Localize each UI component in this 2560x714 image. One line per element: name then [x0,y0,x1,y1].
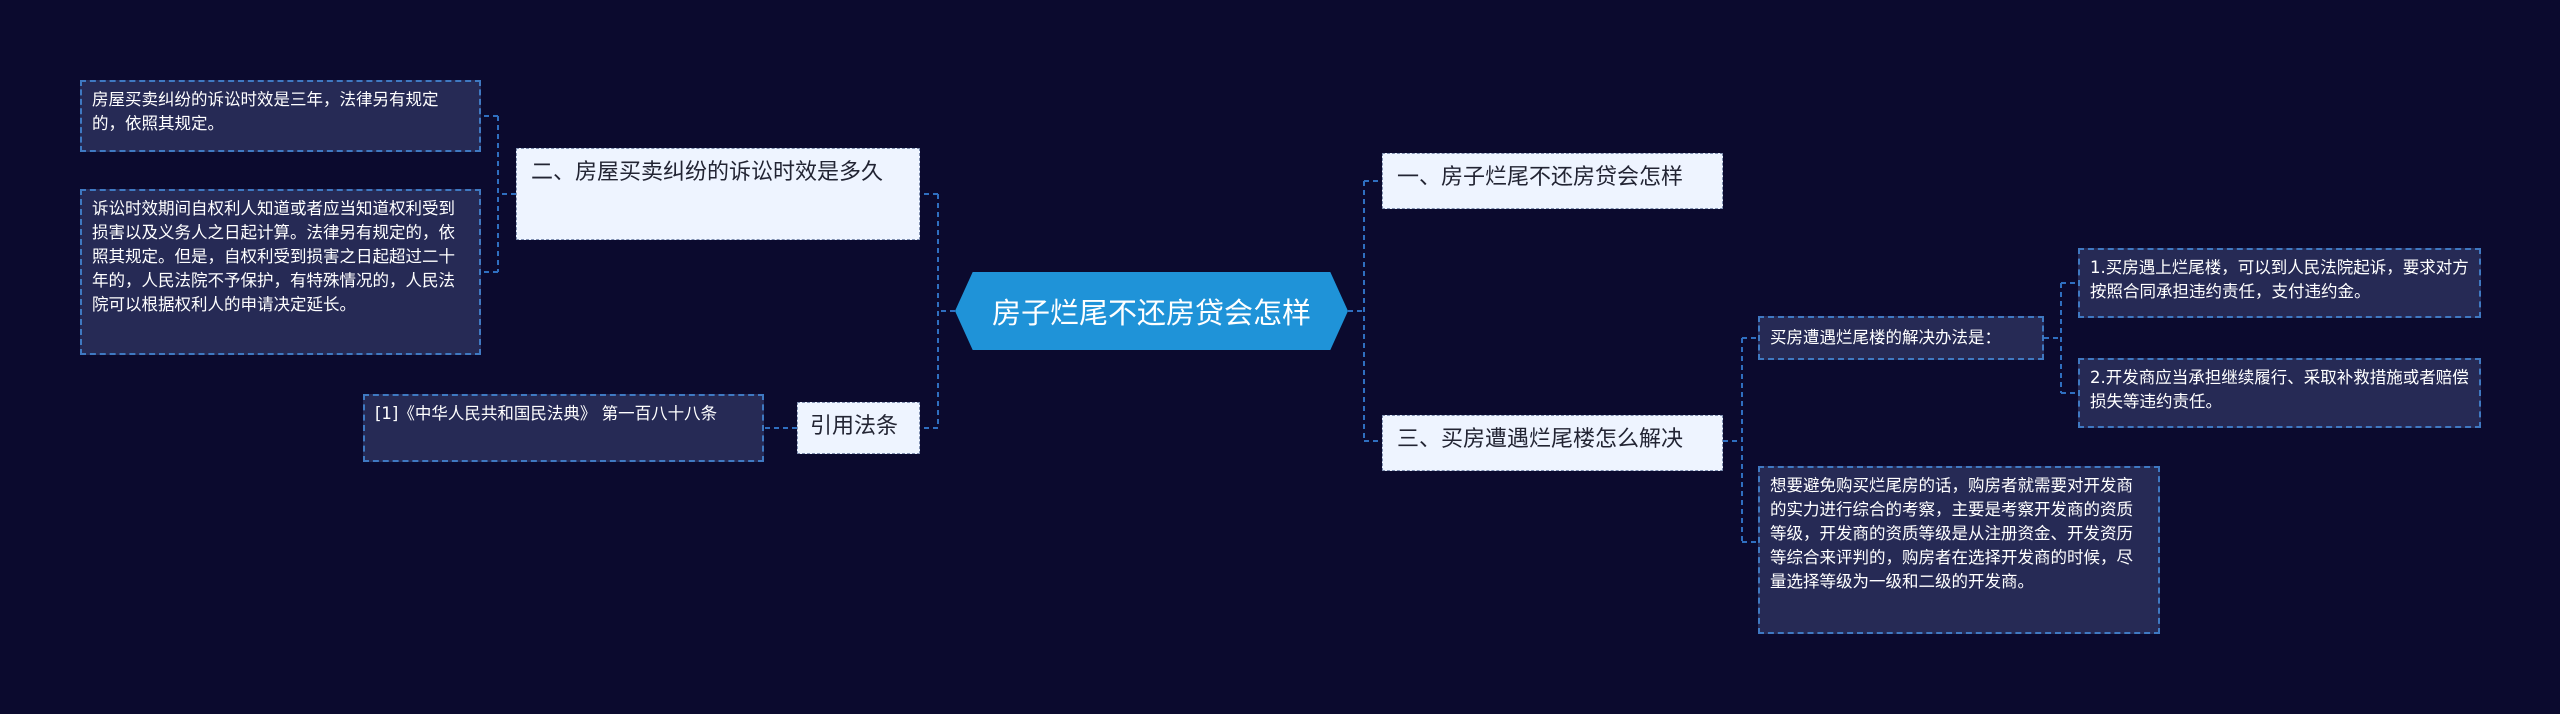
branch-solutions[interactable]: 三、买房遭遇烂尾楼怎么解决 [1382,415,1723,471]
note-text: 诉讼时效期间自权利人知道或者应当知道权利受到损害以及义务人之日起计算。法律另有规… [92,199,455,314]
note-avoid-unfinished-housing[interactable]: 想要避免购买烂尾房的话，购房者就需要对开发商的实力进行综合的考察，主要是考察开发… [1758,466,2160,634]
note-three-years[interactable]: 房屋买卖纠纷的诉讼时效是三年，法律另有规定的，依照其规定。 [80,80,481,152]
central-topic[interactable]: 房子烂尾不还房贷会怎样 [955,272,1348,350]
branch-cited-law[interactable]: 引用法条 [797,402,920,454]
sub-topic-solution-methods[interactable]: 买房遭遇烂尾楼的解决办法是： [1758,316,2044,360]
note-developer-liability[interactable]: 2.开发商应当承担继续履行、采取补救措施或者赔偿损失等违约责任。 [2078,358,2481,428]
note-text: 房屋买卖纠纷的诉讼时效是三年，法律另有规定的，依照其规定。 [92,90,439,133]
central-topic-label: 房子烂尾不还房贷会怎样 [991,296,1311,330]
note-civil-code-citation[interactable]: [1]《中华人民共和国民法典》 第一百八十八条 [363,394,764,462]
note-sue-developer[interactable]: 1.买房遇上烂尾楼，可以到人民法院起诉，要求对方按照合同承担违约责任，支付违约金… [2078,248,2481,318]
branch-consequences[interactable]: 一、房子烂尾不还房贷会怎样 [1382,153,1723,209]
note-text: 想要避免购买烂尾房的话，购房者就需要对开发商的实力进行综合的考察，主要是考察开发… [1770,476,2133,591]
branch-label: 三、买房遭遇烂尾楼怎么解决 [1397,427,1684,452]
branch-label: 一、房子烂尾不还房贷会怎样 [1397,165,1684,190]
branch-statute-of-limitations[interactable]: 二、房屋买卖纠纷的诉讼时效是多久 [516,148,920,240]
note-limitation-period[interactable]: 诉讼时效期间自权利人知道或者应当知道权利受到损害以及义务人之日起计算。法律另有规… [80,189,481,355]
note-text: 2.开发商应当承担继续履行、采取补救措施或者赔偿损失等违约责任。 [2090,368,2469,411]
note-text: 1.买房遇上烂尾楼，可以到人民法院起诉，要求对方按照合同承担违约责任，支付违约金… [2090,258,2469,301]
branch-label: 二、房屋买卖纠纷的诉讼时效是多久 [531,160,884,185]
note-text: [1]《中华人民共和国民法典》 第一百八十八条 [375,404,718,423]
sub-topic-label: 买房遭遇烂尾楼的解决办法是： [1770,328,2001,347]
branch-label: 引用法条 [810,414,899,439]
